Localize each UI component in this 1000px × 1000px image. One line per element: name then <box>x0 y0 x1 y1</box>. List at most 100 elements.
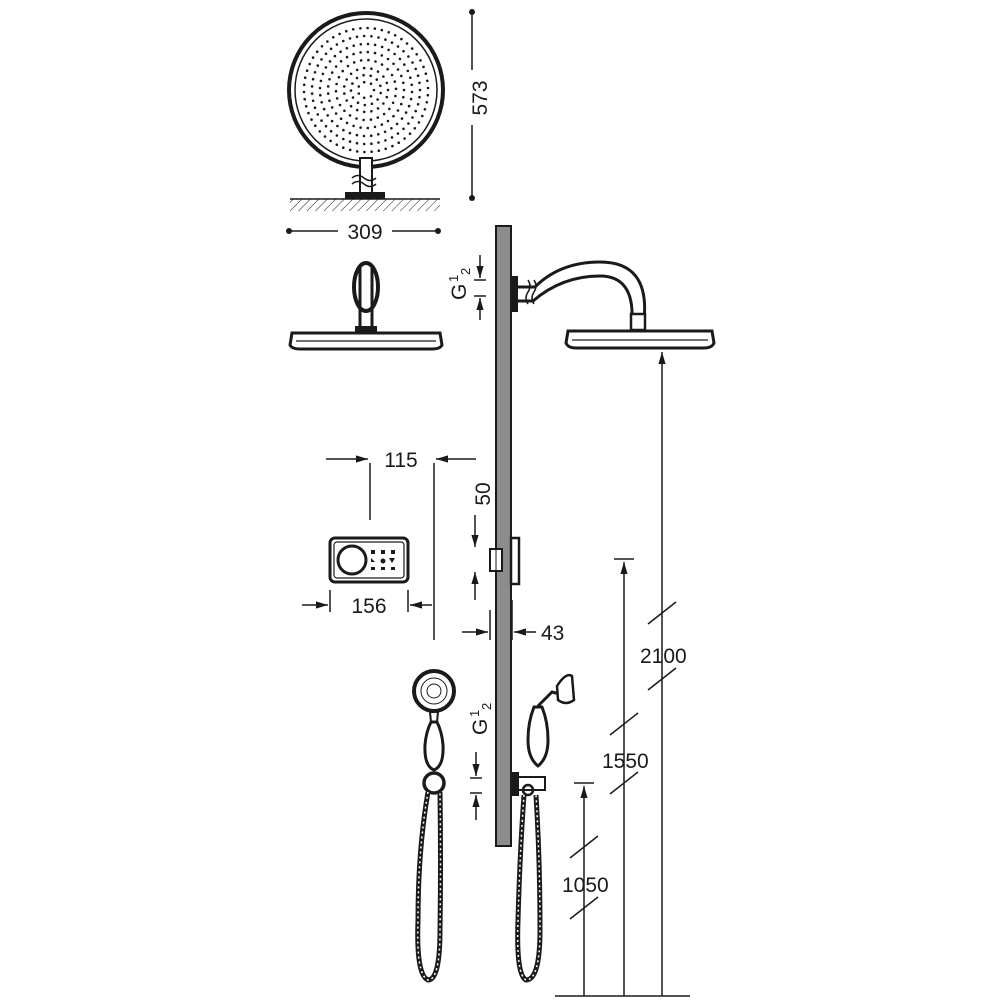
nozzle-dot <box>370 142 373 145</box>
nozzle-dot <box>380 63 384 66</box>
nozzle-dot <box>377 141 380 144</box>
nozzle-dot <box>373 125 377 129</box>
nozzle-dot <box>390 127 393 130</box>
nozzle-dot <box>311 77 315 81</box>
dimension-outlet-height: 1050 <box>562 782 609 996</box>
nozzle-dot <box>349 104 353 108</box>
nozzle-dot <box>395 122 399 126</box>
nozzle-dot <box>345 29 348 33</box>
nozzle-dot <box>362 34 366 38</box>
nozzle-dot <box>359 51 362 54</box>
dimension-head-height: 573 <box>469 9 492 201</box>
thread-fraction-num-bottom: 1 <box>467 710 482 717</box>
control-knob <box>336 544 368 576</box>
nozzle-dot <box>375 78 379 81</box>
thread-fraction-den-bottom: 2 <box>479 703 494 710</box>
nozzle-dot <box>382 112 386 116</box>
control-front-view <box>328 536 410 584</box>
nozzle-dot <box>321 72 325 76</box>
nozzle-dot <box>404 111 408 114</box>
nozzle-dot <box>362 110 366 114</box>
hand-shower-side-view <box>511 673 576 983</box>
nozzle-dot <box>345 121 349 125</box>
nozzle-dot <box>355 108 359 112</box>
nozzle-dot <box>338 32 341 36</box>
nozzle-dot <box>349 72 353 76</box>
nozzle-dot <box>366 26 369 30</box>
nozzle-dot <box>357 85 361 88</box>
nozzle-dot <box>329 139 332 143</box>
control-side-view <box>489 536 521 586</box>
nozzle-dot <box>407 55 410 58</box>
nozzle-dot <box>393 52 396 56</box>
nozzle-dot <box>343 92 346 95</box>
nozzle-dot <box>351 96 355 99</box>
nozzle-dot <box>377 133 380 136</box>
nozzle-dot <box>386 57 390 61</box>
nozzle-dot <box>369 82 373 85</box>
nozzle-dot <box>338 103 342 107</box>
nozzle-dot <box>337 75 341 79</box>
nozzle-dot <box>418 95 421 99</box>
nozzle-dot <box>367 58 370 62</box>
nozzle-dot <box>385 95 389 99</box>
nozzle-dot <box>330 106 334 109</box>
nozzle-dot <box>402 49 405 53</box>
nozzle-dot <box>324 66 328 69</box>
nozzle-dot <box>352 44 356 47</box>
nozzle-dot <box>370 35 373 38</box>
nozzle-dot <box>362 118 365 122</box>
nozzle-dot <box>403 63 406 66</box>
dimension-label-115: 115 <box>384 449 417 472</box>
nozzle-dot <box>335 43 339 46</box>
nozzle-dot <box>369 134 373 137</box>
nozzle-dot <box>396 68 400 71</box>
nozzle-dot <box>348 114 352 117</box>
nozzle-dot <box>369 74 373 78</box>
nozzle-dot <box>328 99 331 102</box>
nozzle-dot <box>370 110 373 113</box>
nozzle-dot <box>388 107 391 111</box>
nozzle-dot <box>322 107 326 111</box>
nozzle-dot <box>342 128 345 132</box>
nozzle-dot <box>406 69 410 73</box>
dimension-label-1050: 1050 <box>562 874 609 897</box>
nozzle-dot <box>421 114 424 118</box>
nozzle-dot <box>330 119 334 123</box>
nozzle-dot <box>392 62 395 66</box>
nozzle-dot <box>382 102 385 105</box>
nozzle-dot <box>313 71 317 74</box>
thread-letter-bottom: G <box>469 719 492 735</box>
thread-label-bottom: G 1 2 <box>467 703 494 820</box>
thread-fraction-den-top: 2 <box>458 268 473 275</box>
nozzle-dot <box>348 140 352 143</box>
nozzle-dot <box>310 85 314 88</box>
nozzle-dot <box>355 141 359 145</box>
break-mark <box>351 174 377 188</box>
thread-label-top: G 1 2 <box>446 255 486 320</box>
nozzle-dot <box>339 60 343 63</box>
wall-body <box>495 225 512 847</box>
nozzle-dot <box>366 50 370 54</box>
nozzle-dot <box>382 75 385 78</box>
nozzle-dot <box>359 27 362 30</box>
nozzle-dot <box>417 121 421 124</box>
nozzle-dot <box>409 76 412 79</box>
nozzle-dot <box>329 129 333 133</box>
dimension-label-43: 43 <box>541 622 564 645</box>
nozzle-dot <box>402 88 406 92</box>
nozzle-dot <box>416 74 420 77</box>
nozzle-dot <box>355 150 359 153</box>
nozzle-dot <box>333 54 337 58</box>
nozzle-dot <box>330 71 334 74</box>
dimension-holder-height: 1550 <box>602 558 649 996</box>
dimension-label-573: 573 <box>469 80 492 115</box>
dimension-control-projection: 43 <box>462 600 564 645</box>
nozzle-dot <box>355 76 359 80</box>
dimension-control-width: 156 <box>302 590 432 618</box>
nozzle-dot <box>390 73 394 77</box>
nozzle-dot <box>370 102 374 106</box>
nozzle-dot <box>376 116 380 119</box>
wall-section <box>495 225 512 847</box>
nozzle-dot <box>384 38 387 41</box>
